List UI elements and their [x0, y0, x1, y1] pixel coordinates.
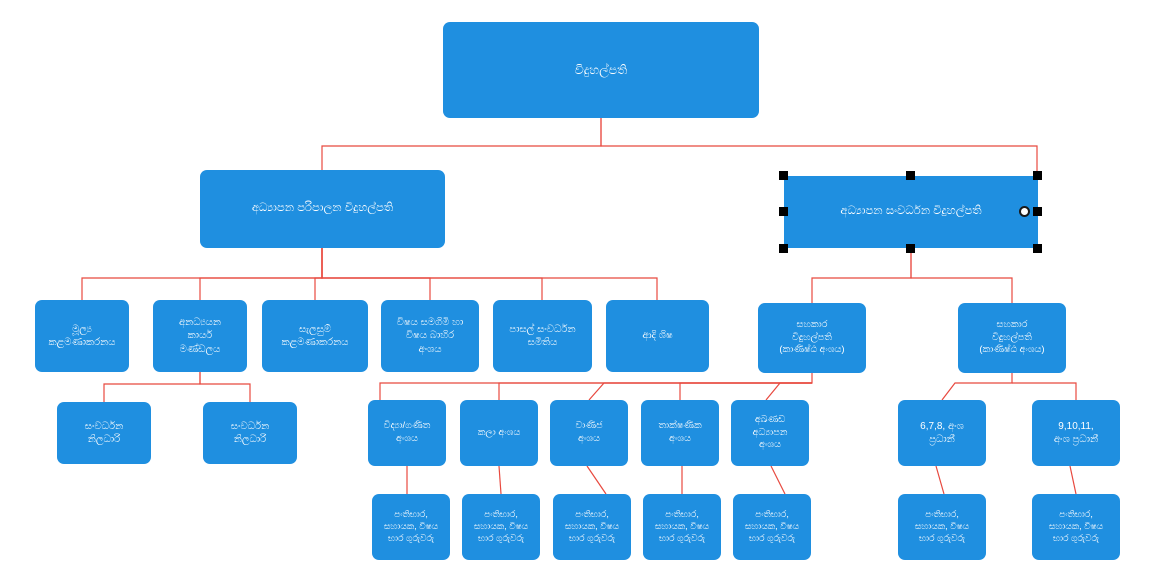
- connector-n11-n19: [941, 373, 1013, 401]
- org-node-label: 6,7,8, අංශ ප්‍රධානී: [920, 420, 964, 445]
- org-node-n9[interactable]: ආදි ශිෂ: [606, 300, 709, 372]
- org-node-n15[interactable]: කලා අංශය: [460, 400, 538, 466]
- connector-n2-n5: [199, 248, 323, 300]
- connector-n2-n9: [321, 248, 658, 300]
- connector-n10-n14: [379, 373, 813, 400]
- connector-n3-n11: [910, 248, 1013, 303]
- connector-n10-n18: [765, 382, 812, 401]
- connector-n18-n25: [770, 465, 786, 495]
- connector-n2-n8: [321, 248, 543, 300]
- org-node-n24[interactable]: පංතිභාර, සහායක, විෂය භාර ගුරුවරු: [643, 494, 721, 560]
- org-node-n8[interactable]: පාසල් සංවර්ධන සමිතිය: [493, 300, 592, 372]
- connector-n2-n7: [321, 248, 431, 300]
- connector-n10-n16: [588, 382, 812, 401]
- org-node-label: පංතිභාර, සහායක, විෂය භාර ගුරුවරු: [914, 509, 970, 543]
- org-node-n12[interactable]: සංවර්ධන නිලධාරි: [57, 402, 151, 464]
- org-node-n20[interactable]: 9,10,11, අංශ ප්‍රධානී: [1032, 400, 1120, 466]
- org-node-label: විදුහල්පති: [574, 62, 628, 77]
- connector-n2-n6: [314, 248, 323, 300]
- org-node-n21[interactable]: පංතිභාර, සහායක, විෂය භාර ගුරුවරු: [372, 494, 450, 560]
- org-node-label: විෂය සමගිමි හා විෂය බාහිර අංශය: [396, 317, 464, 355]
- handle-middle-left[interactable]: [779, 207, 788, 216]
- handle-bottom-center[interactable]: [906, 244, 915, 253]
- org-node-label: අධ්‍යාපන පරිපාලන විදුහල්පති: [251, 202, 394, 215]
- org-node-label: අඛණඩ අධ්‍යාපන අංශය: [752, 414, 788, 451]
- org-node-n6[interactable]: සැලසුම් කළමණාකරනය: [262, 300, 368, 372]
- org-node-n13[interactable]: සංවර්ධන නිලධාරි: [203, 402, 297, 464]
- org-node-label: වාණිජ අංශය: [575, 420, 603, 444]
- org-node-n1[interactable]: විදුහල්පති: [443, 22, 759, 118]
- handle-top-right[interactable]: [1033, 171, 1042, 180]
- org-node-n18[interactable]: අඛණඩ අධ්‍යාපන අංශය: [731, 400, 809, 466]
- connector-n5-n13: [199, 372, 251, 402]
- org-node-n25[interactable]: පංතිභාර, සහායක, විෂය භාර ගුරුවරු: [733, 494, 811, 560]
- org-node-n27[interactable]: පංතිභාර, සහායක, විෂය භාර ගුරුවරු: [1032, 494, 1120, 560]
- handle-middle-right[interactable]: [1033, 207, 1042, 216]
- org-node-n7[interactable]: විෂය සමගිමි හා විෂය බාහිර අංශය: [381, 300, 479, 372]
- org-node-n19[interactable]: 6,7,8, අංශ ප්‍රධානී: [898, 400, 986, 466]
- connector-n10-n15: [498, 382, 812, 400]
- org-node-label: පංතිභාර, සහායක, විෂය භාර ගුරුවරු: [1048, 509, 1104, 543]
- org-node-n22[interactable]: පංතිභාර, සහායක, විෂය භාර ගුරුවරු: [462, 494, 540, 560]
- org-node-n3[interactable]: අධ්‍යාපන සංවර්ධන විදුහල්පති: [784, 176, 1038, 248]
- org-node-label: පංතිභාර, සහායක, විෂය භාර ගුරුවරු: [473, 509, 529, 543]
- handle-bottom-right[interactable]: [1033, 244, 1042, 253]
- handle-top-left[interactable]: [779, 171, 788, 180]
- org-node-label: සහකාර විදුහල්පති (කාණිෂ්ඨ අංශය): [779, 319, 845, 356]
- handle-top-center[interactable]: [906, 171, 915, 180]
- org-node-label: කලා අංශය: [477, 426, 521, 438]
- org-node-label: සංවර්ධන නිලධාරි: [84, 420, 124, 445]
- connector-n1-n2: [321, 118, 602, 170]
- org-node-label: සැලසුම් කළමණාකරනය: [281, 323, 349, 348]
- org-node-label: අනධ්‍යයන කාර්ය මණ්ඩලය: [179, 317, 221, 355]
- connector-n20-n27: [1069, 465, 1077, 495]
- org-node-label: තාක්ෂණික අංශය: [658, 420, 702, 444]
- connector-n5-n12: [103, 372, 201, 402]
- org-node-n11[interactable]: සහකාර විදුහල්පති (කාණිෂ්ඨ අංශය): [958, 303, 1066, 373]
- org-node-n17[interactable]: තාක්ෂණික අංශය: [641, 400, 719, 466]
- connector-n16-n23: [586, 465, 607, 495]
- org-node-n10[interactable]: සහකාර විදුහල්පති (කාණිෂ්ඨ අංශය): [758, 303, 866, 373]
- org-node-label: පංතිභාර, සහායක, විෂය භාර ගුරුවරු: [654, 509, 710, 543]
- org-node-n2[interactable]: අධ්‍යාපන පරිපාලන විදුහල්පති: [200, 170, 445, 248]
- org-node-n16[interactable]: වාණිජ අංශය: [550, 400, 628, 466]
- org-node-label: පාසල් සංවර්ධන සමිතිය: [509, 323, 576, 348]
- org-node-n5[interactable]: අනධ්‍යයන කාර්ය මණ්ඩලය: [153, 300, 247, 372]
- org-node-label: පංතිභාර, සහායක, විෂය භාර ගුරුවරු: [383, 509, 439, 543]
- org-node-label: අධ්‍යාපන සංවර්ධන විදුහල්පති: [840, 205, 982, 218]
- connector-n15-n22: [498, 465, 502, 495]
- org-node-label: සහකාර විදුහල්පති (කාණිෂ්ඨ අංශය): [979, 319, 1045, 356]
- org-node-label: සංවර්ධන නිලධාරි: [230, 420, 270, 445]
- connector-n2-n4: [81, 248, 323, 300]
- org-node-label: 9,10,11, අංශ ප්‍රධානී: [1053, 420, 1099, 445]
- rotation-handle-icon[interactable]: [1019, 206, 1030, 217]
- connector-n3-n10: [811, 248, 912, 303]
- org-node-label: විද්‍යා/ගණිත අංශය: [383, 420, 431, 444]
- org-node-n26[interactable]: පංතිභාර, සහායක, විෂය භාර ගුරුවරු: [898, 494, 986, 560]
- org-node-n23[interactable]: පංතිභාර, සහායක, විෂය භාර ගුරුවරු: [553, 494, 631, 560]
- connector-n11-n20: [1012, 382, 1077, 400]
- connector-n10-n17: [679, 382, 812, 400]
- org-node-label: පංතිභාර, සහායක, විෂය භාර ගුරුවරු: [564, 509, 620, 543]
- org-node-label: පංතිභාර, සහායක, විෂය භාර ගුරුවරු: [744, 509, 800, 543]
- connector-n19-n26: [935, 465, 945, 495]
- connector-n1-n3: [600, 118, 1038, 176]
- org-node-label: ආදි ශිෂ: [642, 330, 673, 342]
- org-node-label: මූල්‍ය කළමණාකරනය: [48, 323, 116, 348]
- org-node-n14[interactable]: විද්‍යා/ගණිත අංශය: [368, 400, 446, 466]
- handle-bottom-left[interactable]: [779, 244, 788, 253]
- org-node-n4[interactable]: මූල්‍ය කළමණාකරනය: [35, 300, 129, 372]
